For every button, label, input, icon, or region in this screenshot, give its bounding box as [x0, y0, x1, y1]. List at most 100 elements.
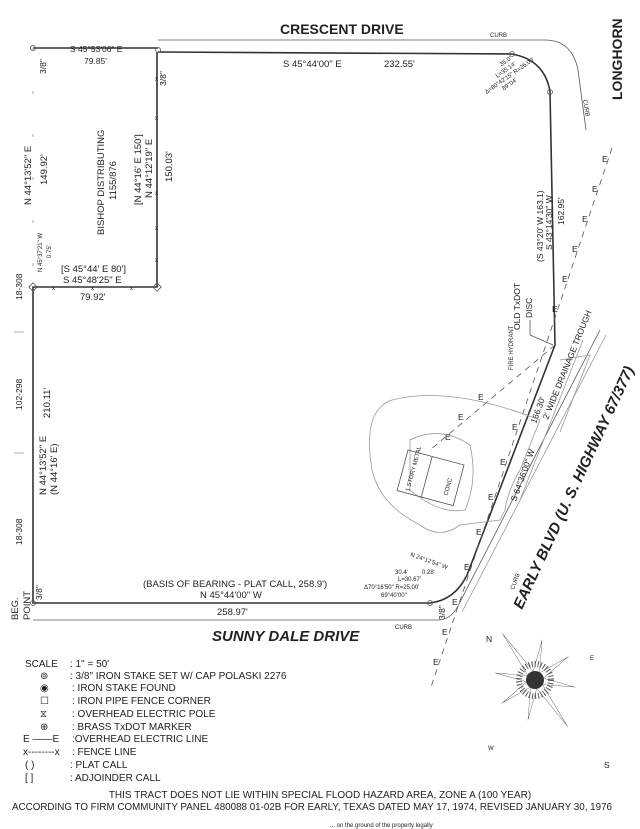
- call-bearing: S 43°14'30" W: [544, 195, 554, 250]
- call-plat: (S 43°20' W 163.1): [535, 190, 545, 262]
- call-distance: 258.97': [217, 607, 248, 618]
- svg-text:0.28': 0.28': [422, 570, 435, 576]
- svg-text:: PLAT CALL: : PLAT CALL: [70, 760, 128, 771]
- basis-of-bearing: (BASIS OF BEARING - PLAT CALL, 258.9'): [143, 579, 327, 590]
- svg-text:: 3/8" IRON STAKE SET W/ CAP P: : 3/8" IRON STAKE SET W/ CAP POLASKI 227…: [70, 671, 287, 682]
- adjoiner-bishop: BISHOP DISTRIBUTING: [96, 130, 107, 235]
- call-bearing: S 45°44'00" E: [283, 59, 342, 70]
- call-distance: 162.95': [556, 197, 566, 225]
- call-bearing: N 44°13'52" E: [38, 436, 49, 495]
- svg-text:E: E: [442, 627, 448, 637]
- adjoiner-divider: [14, 331, 24, 454]
- stake-size: 3/8": [34, 585, 44, 600]
- svg-text:: BRASS TxDOT MARKER: : BRASS TxDOT MARKER: [72, 722, 192, 733]
- curb-line-north: [158, 39, 587, 131]
- fence-corner-icon: [152, 282, 162, 292]
- svg-text:x: x: [155, 191, 158, 197]
- iron-stake-set-icon: [30, 45, 36, 51]
- svg-text:: IRON PIPE FENCE CORNER: : IRON PIPE FENCE CORNER: [72, 696, 211, 707]
- svg-text:E: E: [582, 214, 588, 224]
- iron-stake-set-icon: [30, 600, 36, 606]
- svg-text:x: x: [155, 116, 158, 122]
- drainage-trough: [559, 354, 591, 433]
- cut-off-text: ... on the ground of the property legall…: [330, 823, 433, 829]
- svg-text:E: E: [488, 492, 494, 502]
- disc-label: DISC: [524, 298, 534, 318]
- iron-stake-set-icon: [155, 47, 161, 53]
- adjoiner-bishop-vol: 1155/876: [108, 161, 119, 200]
- svg-text:: ADJOINDER CALL: : ADJOINDER CALL: [70, 773, 161, 784]
- curb-label: CURB: [395, 625, 412, 631]
- compass-e: E: [590, 656, 594, 662]
- highway-line: [461, 334, 607, 613]
- leader-line: [529, 320, 554, 346]
- svg-text:E: E: [433, 657, 439, 667]
- stake-size: 3/8": [38, 59, 48, 74]
- property-boundary: [32, 51, 556, 604]
- curve-sw-data: N 24°12'54" W 0.28' 30.4' L=30.67' Δ70°1…: [364, 552, 448, 599]
- svg-text::OVERHEAD ELECTRIC LINE: :OVERHEAD ELECTRIC LINE: [72, 734, 208, 745]
- svg-text:E: E: [572, 244, 578, 254]
- svg-text:: FENCE LINE: : FENCE LINE: [72, 747, 137, 758]
- legend-symbol: [ ]: [25, 773, 34, 784]
- fence-corner-icon: [28, 282, 38, 292]
- svg-text:N 24°12'54" W: N 24°12'54" W: [409, 552, 448, 571]
- svg-text:E: E: [452, 597, 458, 607]
- compass-n: N: [486, 634, 492, 644]
- svg-text:E: E: [552, 304, 558, 314]
- svg-text:E: E: [512, 422, 518, 432]
- stake-size: 3/8": [437, 605, 447, 620]
- beg-point-label: BEG.: [10, 597, 21, 620]
- call-bearing: N 44°12'19" E: [144, 139, 155, 198]
- flood-note-line-2: ACCORDING TO FIRM COMMUNITY PANEL 480088…: [12, 802, 612, 813]
- building-label: 1 STORY METAL: [405, 445, 423, 492]
- svg-text:E: E: [458, 412, 464, 422]
- call-bearing: N 45°44'00" W: [200, 590, 262, 601]
- stake-size: 3/8": [158, 71, 168, 86]
- legend-symbol: ◉: [40, 683, 49, 694]
- adjoiner-harris: 18-308: [14, 518, 24, 545]
- building: 1 STORY METAL CONC: [396, 445, 465, 507]
- call-distance: 0.75': [47, 245, 53, 258]
- adjoiner-harris: 18-308: [14, 273, 24, 300]
- legend-symbol: ⧖: [40, 709, 47, 720]
- svg-text:E: E: [592, 184, 598, 194]
- drainage-trough-line: [519, 339, 584, 501]
- legend-symbol: ⊕: [40, 722, 48, 733]
- island-outline: [409, 433, 474, 512]
- svg-text:E: E: [476, 527, 482, 537]
- adjoiner-harris: 102-298: [14, 379, 24, 410]
- iron-stake-set-icon: [509, 51, 515, 57]
- svg-text:69°40'00": 69°40'00": [381, 593, 407, 599]
- compass-s: S: [604, 760, 610, 770]
- svg-text:Δ70°16'50" R=25.00': Δ70°16'50" R=25.00': [364, 585, 419, 591]
- call-distance: 79.85': [84, 56, 107, 66]
- svg-text:E: E: [445, 432, 451, 442]
- call-bearing: N 44°13'52" E: [23, 146, 34, 205]
- curb-line-south: [33, 329, 601, 621]
- legend-symbol: E ——E: [23, 734, 59, 745]
- legend-symbol: ⊚: [40, 671, 48, 682]
- legend-symbol: ☐: [40, 696, 49, 707]
- street-early-blvd: EARLY BLVD (U. S. HIGHWAY 67/377): [510, 364, 638, 612]
- flood-note-line-1: THIS TRACT DOES NOT LIE WITHIN SPECIAL F…: [109, 790, 531, 801]
- beg-point-label: POINT: [22, 591, 33, 620]
- overhead-electric-line: [429, 147, 613, 691]
- curb-label: CURB: [510, 573, 521, 591]
- svg-text:E: E: [464, 562, 470, 572]
- svg-text:: IRON STAKE FOUND: : IRON STAKE FOUND: [72, 683, 176, 694]
- call-distance: 150.03': [164, 151, 175, 182]
- fire-hydrant-label: FIRE HYDRANT: [509, 325, 515, 370]
- street-crescent-drive: CRESCENT DRIVE: [280, 21, 404, 37]
- svg-text:x: x: [155, 226, 158, 232]
- svg-text:E: E: [602, 154, 608, 164]
- legend-symbol: x--------x: [23, 747, 60, 758]
- iron-stake-set-icon: [547, 89, 553, 95]
- svg-text:E: E: [562, 274, 568, 284]
- compass-rose-icon: [493, 632, 577, 728]
- call-adjoiner: [N 44°16' E 150']: [133, 134, 144, 205]
- svg-text:x: x: [130, 286, 133, 292]
- svg-text:L=30.67': L=30.67': [398, 577, 421, 583]
